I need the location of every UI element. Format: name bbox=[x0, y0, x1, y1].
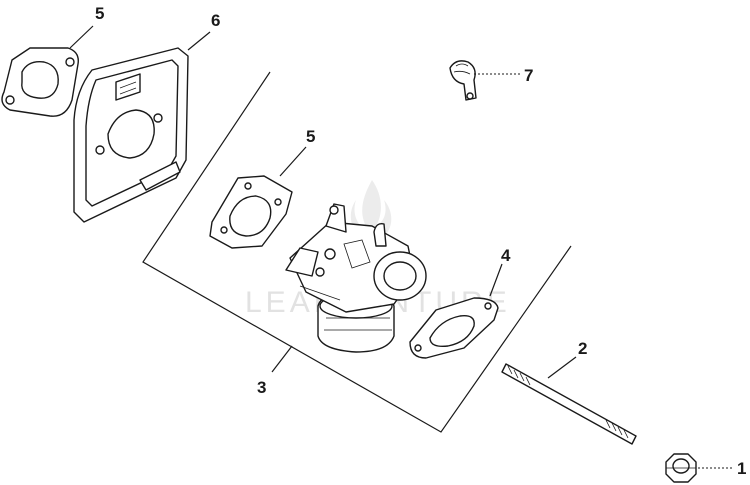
gasket-middle bbox=[209, 175, 293, 249]
leader-lines bbox=[69, 25, 732, 469]
clip bbox=[449, 60, 477, 101]
gasket-right bbox=[409, 297, 499, 359]
nut bbox=[665, 453, 697, 483]
part-label-3: 3 bbox=[257, 378, 266, 397]
part-label-1: 1 bbox=[737, 459, 746, 478]
gasket-upper-left bbox=[1, 47, 79, 117]
assembly-outline bbox=[142, 71, 572, 433]
air-cleaner-base bbox=[73, 47, 189, 223]
part-labels: 5 6 7 5 4 2 3 1 bbox=[95, 4, 746, 478]
part-label-2: 2 bbox=[578, 339, 587, 358]
stud bbox=[501, 363, 637, 445]
carburetor bbox=[285, 203, 427, 353]
part-label-4: 4 bbox=[501, 246, 511, 265]
part-label-6: 6 bbox=[211, 11, 220, 30]
part-label-7: 7 bbox=[524, 66, 533, 85]
part-label-5-upper: 5 bbox=[95, 4, 104, 23]
part-label-5-middle: 5 bbox=[306, 127, 315, 146]
